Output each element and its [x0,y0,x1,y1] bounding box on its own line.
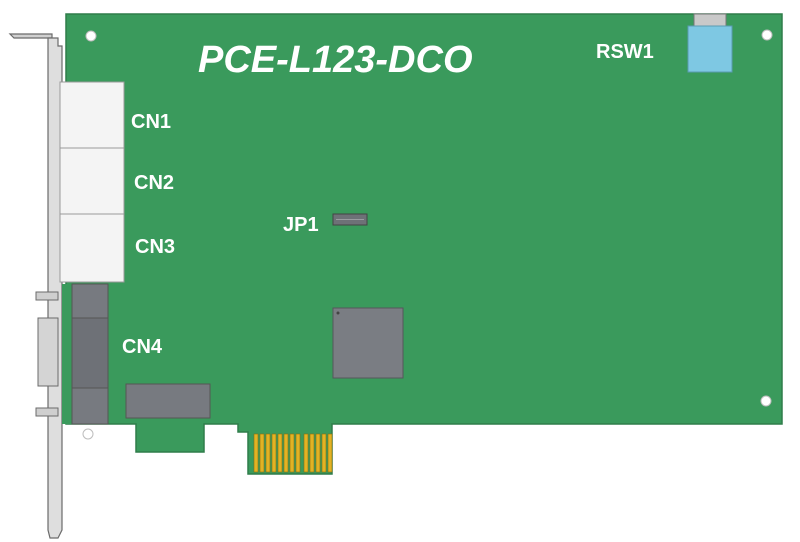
gold-finger [327,433,333,473]
gold-finger [259,433,265,473]
gold-finger [265,433,271,473]
mounting-hole [82,428,94,440]
pci-bracket [8,33,63,539]
gold-finger [303,433,309,473]
cn3-connector [59,213,125,283]
jp1-label: JP1 [283,214,319,236]
main-chip [332,307,404,379]
cn4-label: CN4 [122,336,163,358]
board-title: PCE-L123-DCO [198,39,473,81]
gold-finger [253,433,259,473]
cn1-connector [59,81,125,149]
gold-finger [315,433,321,473]
cn2-connector [59,147,125,215]
pcb-board [65,13,783,475]
cn3-label: CN3 [135,236,175,258]
gold-finger [283,433,289,473]
gold-finger [295,433,301,473]
gold-finger [277,433,283,473]
cn1-label: CN1 [131,111,171,133]
pcie-gold-fingers [253,433,333,473]
rsw1-label: RSW1 [596,41,654,63]
gold-finger [309,433,315,473]
mounting-hole [761,29,773,41]
rsw1-switch [687,13,733,73]
header-block [125,383,211,419]
gold-finger [271,433,277,473]
cn4-connector [71,283,109,425]
gold-finger [289,433,295,473]
mounting-hole [760,395,772,407]
gold-finger [321,433,327,473]
cn2-label: CN2 [134,172,174,194]
mounting-hole [85,30,97,42]
pcb-left-strip [62,284,72,424]
